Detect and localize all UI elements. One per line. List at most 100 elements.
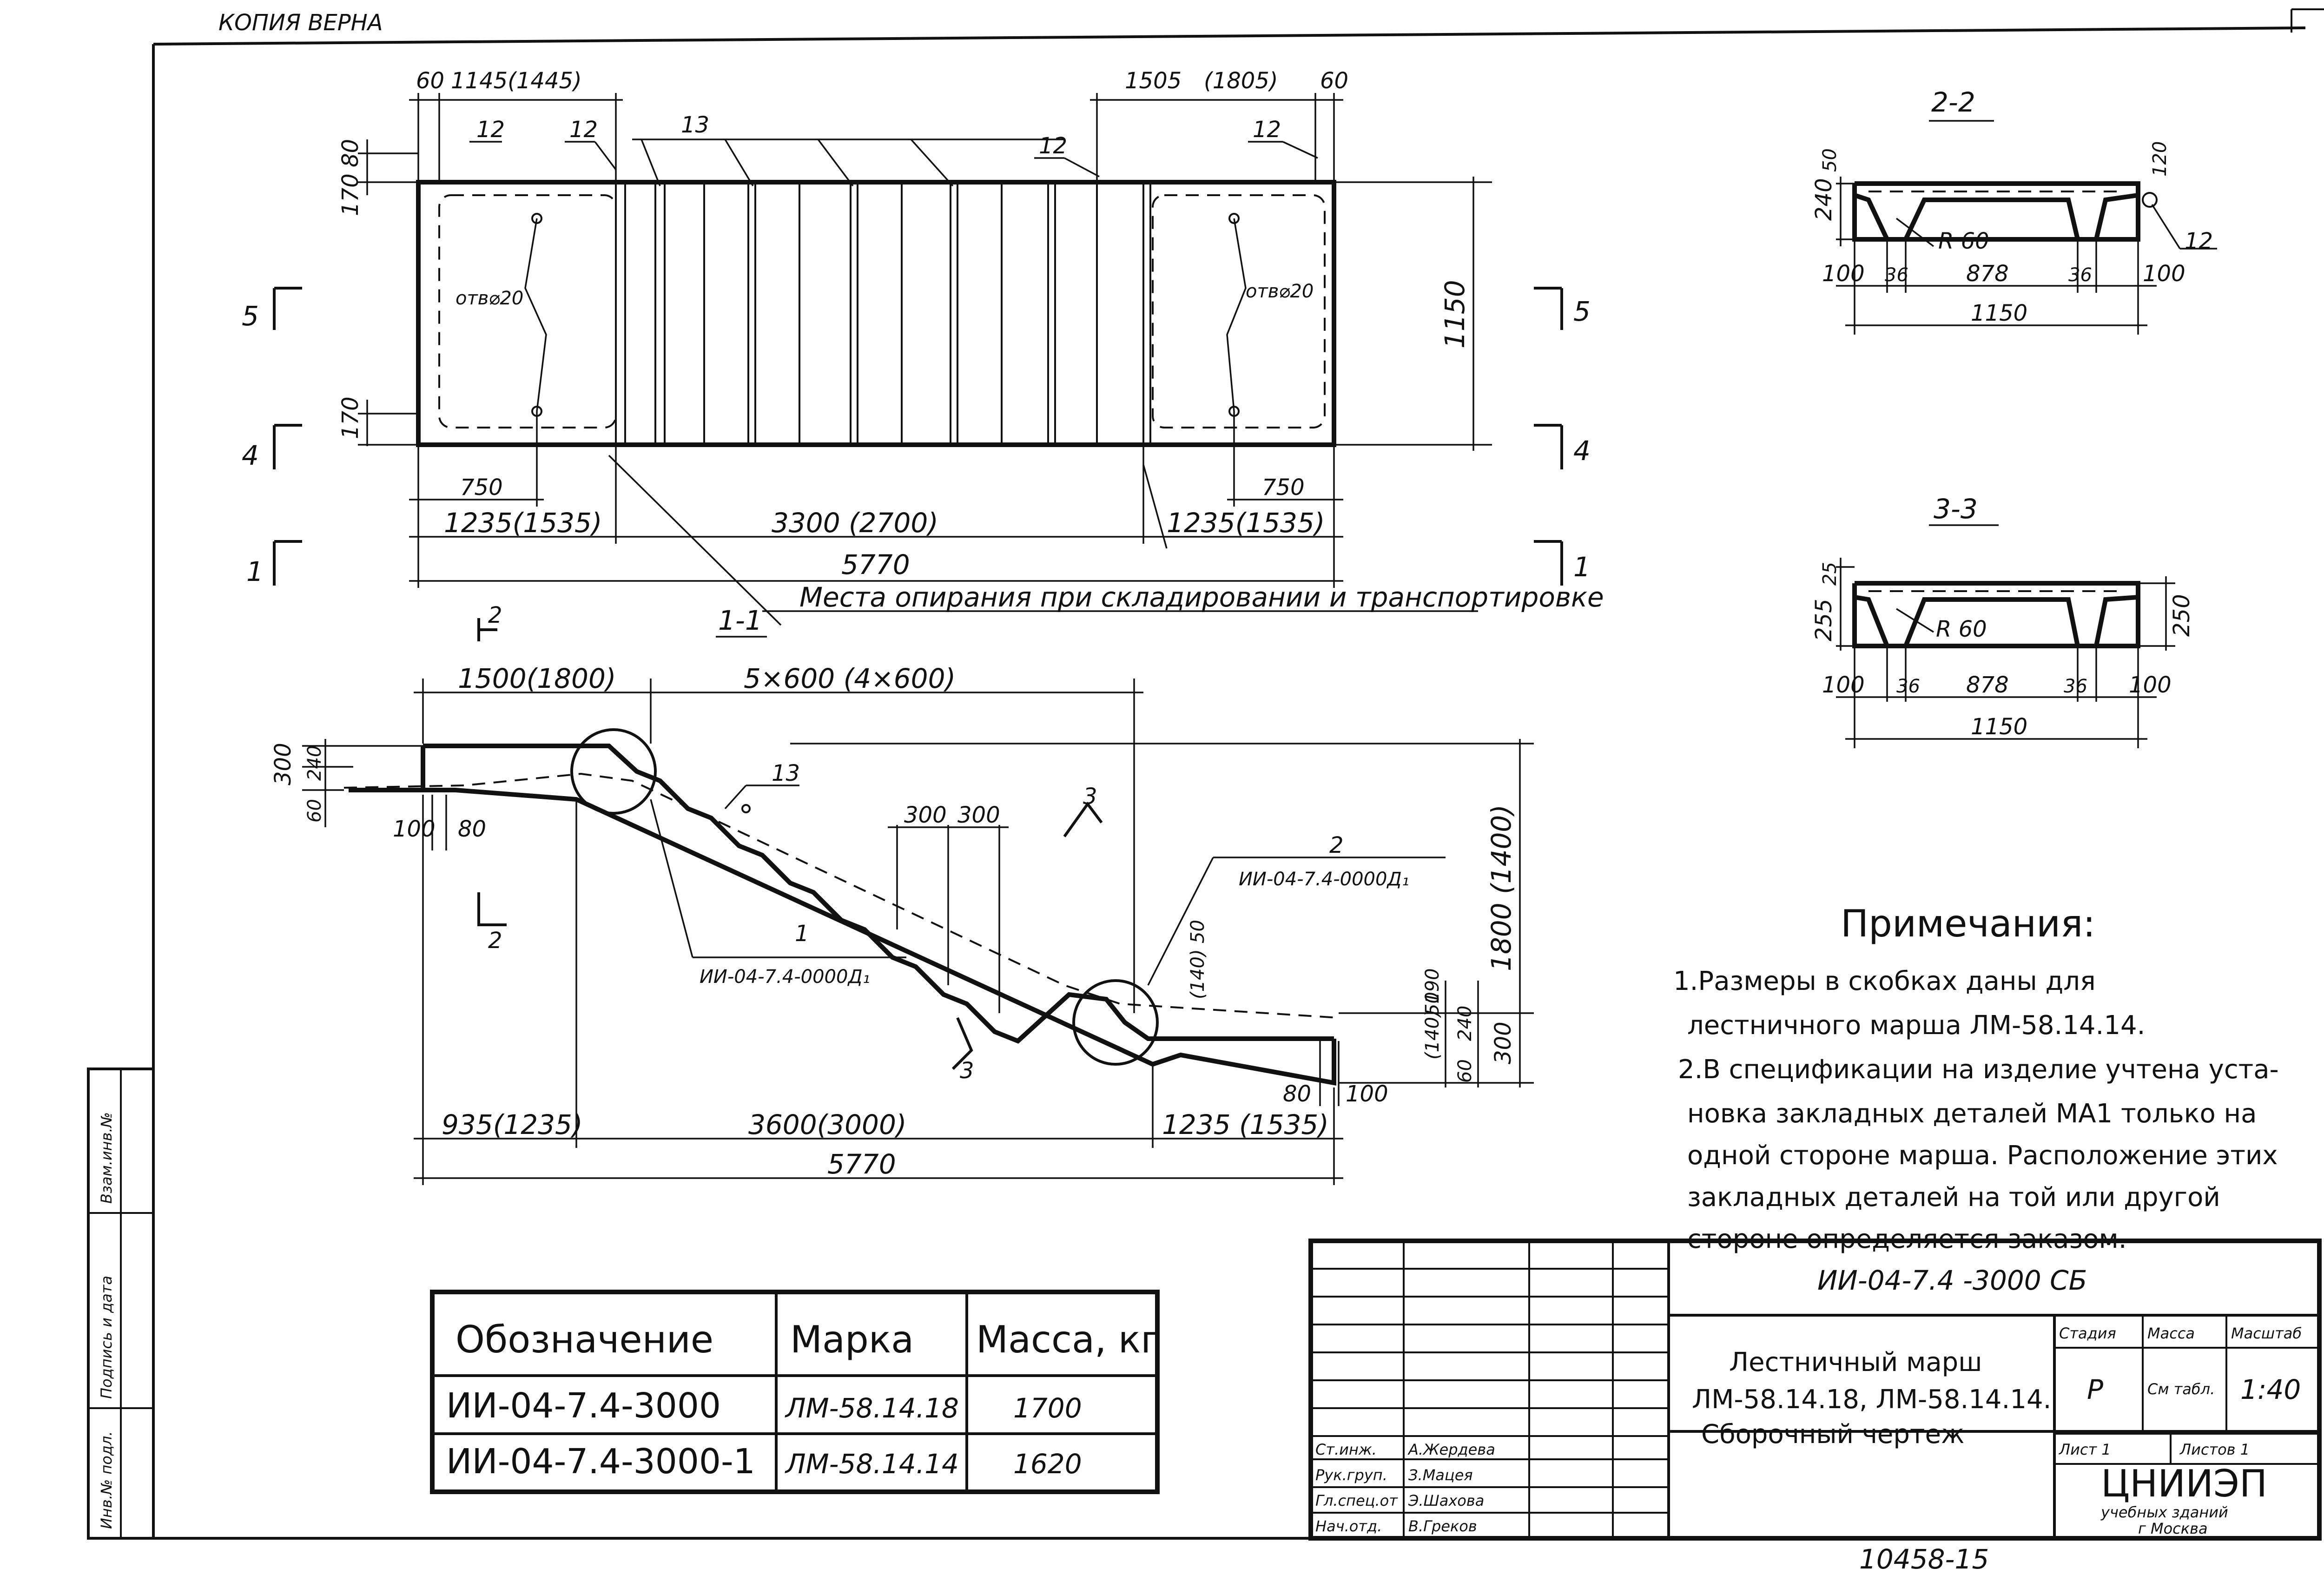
note-line: лестничного марша ЛМ-58.14.14. (1687, 1010, 2145, 1041)
notes-title: Примечания: (1841, 902, 2095, 945)
cut-3-bottom: 3 (960, 1058, 974, 1084)
staff-name: А.Жердева (1407, 1441, 1495, 1458)
plan-dim-750-right: 750 (1262, 474, 1305, 501)
s33-dim-25: 25 (1819, 562, 1841, 586)
section-1-1: 1-1 1500(1800) 5×600 (4×600) 300 240 60 … (270, 602, 1534, 1185)
doc-name-line: Лестничный марш (1729, 1347, 1982, 1377)
note-line: новка закладных деталей МА1 только на (1687, 1099, 2257, 1129)
staff-name: З.Мацея (1408, 1466, 1473, 1484)
table-cell: ЛМ-58.14.14 (785, 1448, 959, 1480)
plan-dim-1235-right: 1235(1535) (1167, 507, 1325, 539)
plan-dim-left-170-bottom: 170 (337, 396, 363, 439)
hole-left-label: отв⌀20 (456, 288, 523, 309)
sect-dim-step: 300 (904, 802, 947, 828)
s22-dim-36-right: 36 (2068, 264, 2092, 286)
plan-dim-5770: 5770 (841, 549, 910, 580)
sect-dim-60-right: 60 (1454, 1059, 1476, 1083)
sect-dim-1500: 1500(1800) (458, 663, 616, 694)
s22-dim-878: 878 (1966, 261, 2009, 287)
cut-4-left: 4 (242, 440, 259, 471)
table-cell: ИИ-04-7.4-3000-1 (446, 1442, 755, 1482)
table-cell: ИИ-04-7.4-3000 (446, 1386, 721, 1426)
staff-name: В.Греков (1408, 1517, 1477, 1535)
sect-dim-100: 100 (393, 816, 436, 842)
s33-radius: R 60 (1936, 616, 1987, 642)
s33-dim-100-right: 100 (2129, 672, 2172, 698)
plan-pos-12: 12 (1039, 133, 1067, 159)
sect-dim-50: 50 (1422, 992, 1443, 1015)
note-line: закладных деталей на той или другой (1687, 1182, 2220, 1213)
sect-dim-100-right: 100 (1346, 1081, 1388, 1107)
sect-dim-5x600: 5×600 (4×600) (744, 663, 956, 694)
sect-dim-935: 935(1235) (442, 1109, 583, 1140)
sect-mark-2: ИИ-04-7.4-0000Д₁ (1239, 869, 1409, 890)
org-sub: учебных зданий (2100, 1503, 2228, 1521)
plan-view: отв⌀20 отв⌀20 60 1145(1445) 1505 (1805) … (242, 68, 1604, 626)
s33-dim-250: 250 (2169, 594, 2195, 637)
note-line: 2.В спецификации на изделие учтена уста- (1678, 1054, 2279, 1085)
s22-radius: R 60 (1938, 228, 1989, 254)
staff-role: Гл.спец.от (1315, 1492, 1398, 1509)
s22-dim-1150: 1150 (1971, 300, 2027, 326)
doc-name-line: ЛМ-58.14.18, ЛМ-58.14.14. (1692, 1384, 2051, 1415)
plan-pos-12: 12 (476, 117, 505, 143)
notes: Примечания: 1.Размеры в скобках даны для… (1673, 902, 2279, 1254)
cut-3-top: 3 (1083, 784, 1097, 810)
sect-dim-50-mid: 50 (1187, 920, 1208, 943)
sect-dim-3600: 3600(3000) (748, 1109, 906, 1140)
sect-pos-1: 1 (795, 921, 809, 947)
staff-grid (1311, 1241, 1669, 1538)
plan-dim-top-1145: 1145(1445) (451, 68, 582, 94)
sect-dim-1235: 1235 (1535) (1162, 1109, 1329, 1140)
side-stamp: Инв.№ подл. Подпись и дата Взам.инв.№ (87, 1068, 155, 1540)
cut-1-right: 1 (1573, 551, 1591, 583)
cut-2-bottom: 2 (488, 928, 502, 954)
sect-dim-80: 80 (458, 816, 486, 842)
sect-dim-140-mid: (140) (1187, 949, 1208, 999)
s22-dim-100-left: 100 (1822, 261, 1865, 287)
staff-role: Рук.груп. (1315, 1466, 1387, 1484)
s33-dim-100-left: 100 (1822, 672, 1865, 698)
plan-pos-13: 13 (681, 112, 709, 138)
scale-value: 1:40 (2240, 1374, 2301, 1405)
cut-5-right: 5 (1573, 296, 1591, 327)
plan-dim-top-1805: (1805) (1204, 68, 1278, 94)
s22-dim-36-left: 36 (1885, 264, 1908, 286)
mark-table: Обозначение Марка Масса, кг ИИ-04-7.4-30… (430, 1290, 1160, 1494)
doc-name-line: Сборочный чертеж (1701, 1419, 1964, 1450)
s33-dim-255: 255 (1811, 599, 1837, 641)
table-header-mass: Масса, кг (976, 1318, 1160, 1361)
title-block: Ст.инж. А.Жердева Рук.груп. З.Мацея Гл.с… (1308, 1239, 2322, 1541)
plan-dim-left-80: 80 (337, 139, 363, 167)
s33-dim-878: 878 (1966, 672, 2009, 698)
plan-dim-top-1505: 1505 (1125, 68, 1182, 94)
sheets-label: Листов 1 (2179, 1441, 2250, 1458)
table-cell: ЛМ-58.14.18 (785, 1392, 959, 1424)
plan-dim-3300: 3300 (2700) (772, 507, 938, 539)
sect-dim-5770: 5770 (827, 1148, 896, 1180)
table-header-mark: Марка (790, 1318, 914, 1361)
staff-name: Э.Шахова (1408, 1492, 1484, 1509)
mass-header: Масса (2147, 1325, 2195, 1342)
support-note: Места опирания при складировании и транс… (799, 581, 1604, 613)
s33-dim-1150: 1150 (1971, 714, 2027, 740)
section-2-2: 2-2 240 50 120 R 60 12 100 36 878 36 100… (1811, 86, 2217, 335)
detail-circle (570, 728, 657, 815)
sect-dim-240-right: 240 (1454, 1006, 1476, 1041)
sect-dim-240: 240 (304, 745, 325, 781)
table-header-designation: Обозначение (456, 1318, 713, 1361)
stamp-sign-label: Подпись и дата (98, 1276, 115, 1399)
cut-marks (273, 287, 1563, 586)
cut-5-left: 5 (242, 300, 259, 332)
section-1-1-title: 1-1 (718, 605, 762, 636)
sect-dim-step: 300 (957, 802, 1000, 828)
plan-steps (615, 182, 1151, 445)
hole-right-label: отв⌀20 (1246, 281, 1314, 302)
plan-dim-top-60-right: 60 (1320, 68, 1348, 94)
s22-dim-50: 50 (1819, 148, 1841, 172)
plan-pos-12: 12 (569, 117, 598, 143)
cut-2-top: 2 (488, 602, 502, 628)
s33-dim-36-left: 36 (1896, 676, 1920, 697)
